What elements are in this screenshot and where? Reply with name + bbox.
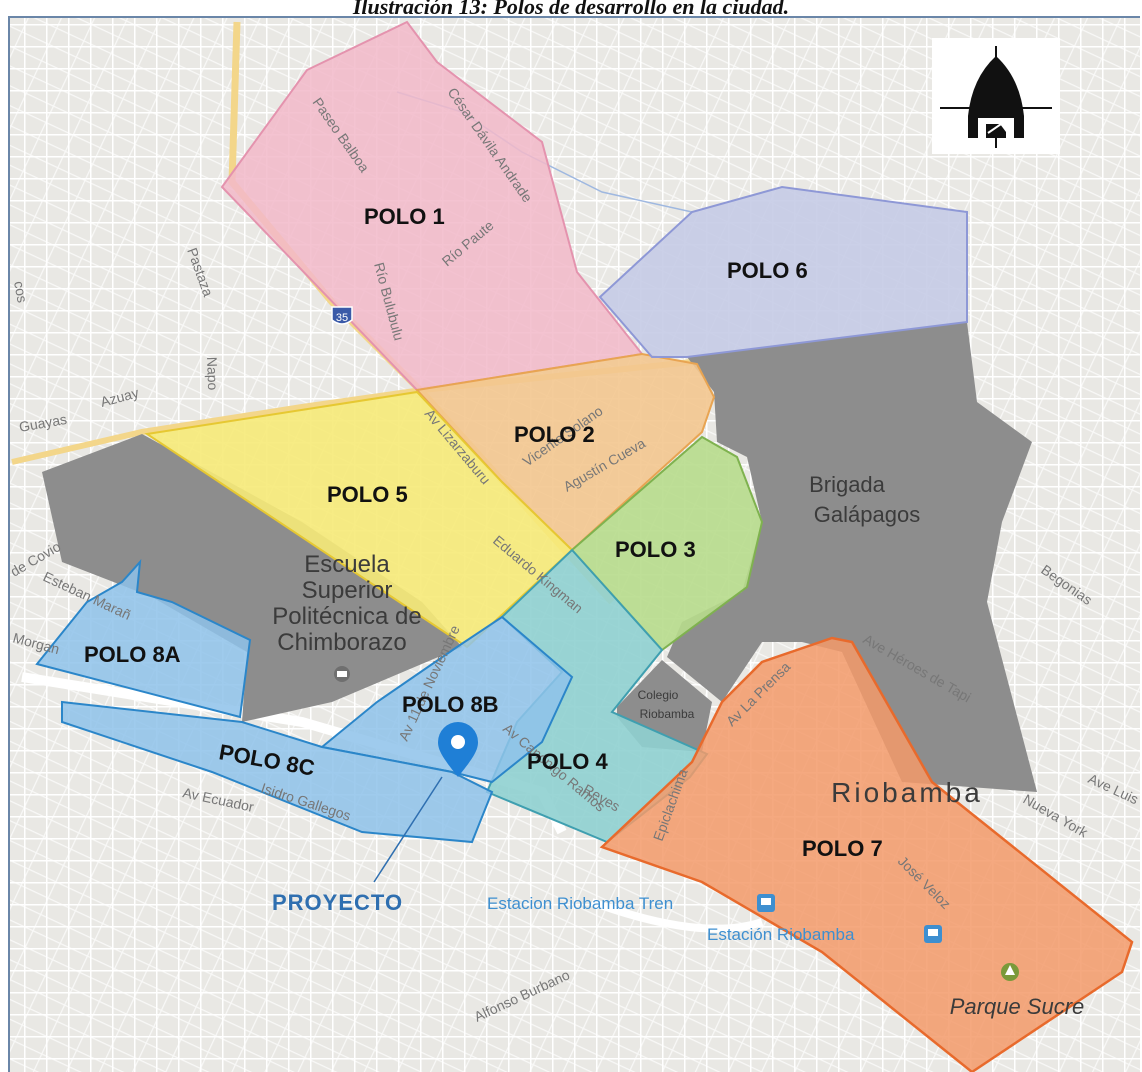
street-napo: Napo xyxy=(204,357,221,391)
place-city-riobamba: Riobamba xyxy=(831,777,983,808)
project-label: PROYECTO xyxy=(272,890,403,915)
polo-6-label: POLO 6 xyxy=(727,258,808,283)
figure-caption: Ilustración 13: Polos de desarrollo en l… xyxy=(352,0,790,18)
polo-8a-area[interactable] xyxy=(35,559,252,719)
grey-zone-brigada xyxy=(667,322,1037,792)
polo-8b-label: POLO 8B xyxy=(402,692,499,717)
place-espoch-line3: Politécnica de xyxy=(272,603,421,630)
highway-shield-icon: 35 xyxy=(331,306,353,325)
place-estacion: Estación Riobamba xyxy=(707,925,855,944)
project-leader-line xyxy=(373,776,443,883)
polo-7-label: POLO 7 xyxy=(802,836,883,861)
place-espoch-line1: Escuela xyxy=(304,551,390,578)
place-espoch-line2: Superior xyxy=(302,577,393,604)
place-espoch-line4: Chimborazo xyxy=(277,629,406,656)
train-station-icon xyxy=(924,925,942,943)
place-colegio-line1: Colegio xyxy=(638,688,679,702)
polo-3-label: POLO 3 xyxy=(615,537,696,562)
school-icon xyxy=(334,666,350,682)
institutional-emblem-icon xyxy=(932,38,1060,154)
grey-zone-espoch xyxy=(42,434,462,722)
map[interactable]: 35 Paseo Balboa César Dávila Andrade Río… xyxy=(8,16,1140,1072)
polo-2-label: POLO 2 xyxy=(514,422,595,447)
park-icon xyxy=(1001,963,1019,981)
polo-8c-area[interactable] xyxy=(61,700,494,844)
map-frame[interactable]: 35 Paseo Balboa César Dávila Andrade Río… xyxy=(8,16,1140,1072)
polo-6-area[interactable] xyxy=(598,185,968,358)
place-estacion-tren: Estacion Riobamba Tren xyxy=(487,894,673,913)
place-colegio-line2: Riobamba xyxy=(640,707,695,721)
location-pin-icon[interactable] xyxy=(438,722,478,777)
polo-5-label: POLO 5 xyxy=(327,482,408,507)
polo-8a-label: POLO 8A xyxy=(84,642,181,667)
polo-8b-area[interactable] xyxy=(319,615,574,784)
place-parque-sucre: Parque Sucre xyxy=(950,994,1085,1019)
place-brigada-line1: Brigada xyxy=(809,472,886,497)
place-brigada-line2: Galápagos xyxy=(814,502,920,527)
polo-7-area[interactable] xyxy=(599,636,1134,1072)
polo-1-label: POLO 1 xyxy=(364,204,445,229)
polo-5-area[interactable] xyxy=(144,390,574,649)
polo-4-label: POLO 4 xyxy=(527,749,608,774)
train-station-icon xyxy=(757,894,775,912)
highway-shield-number: 35 xyxy=(336,312,348,324)
street-cos: cos xyxy=(11,280,31,304)
road-station xyxy=(590,898,764,933)
